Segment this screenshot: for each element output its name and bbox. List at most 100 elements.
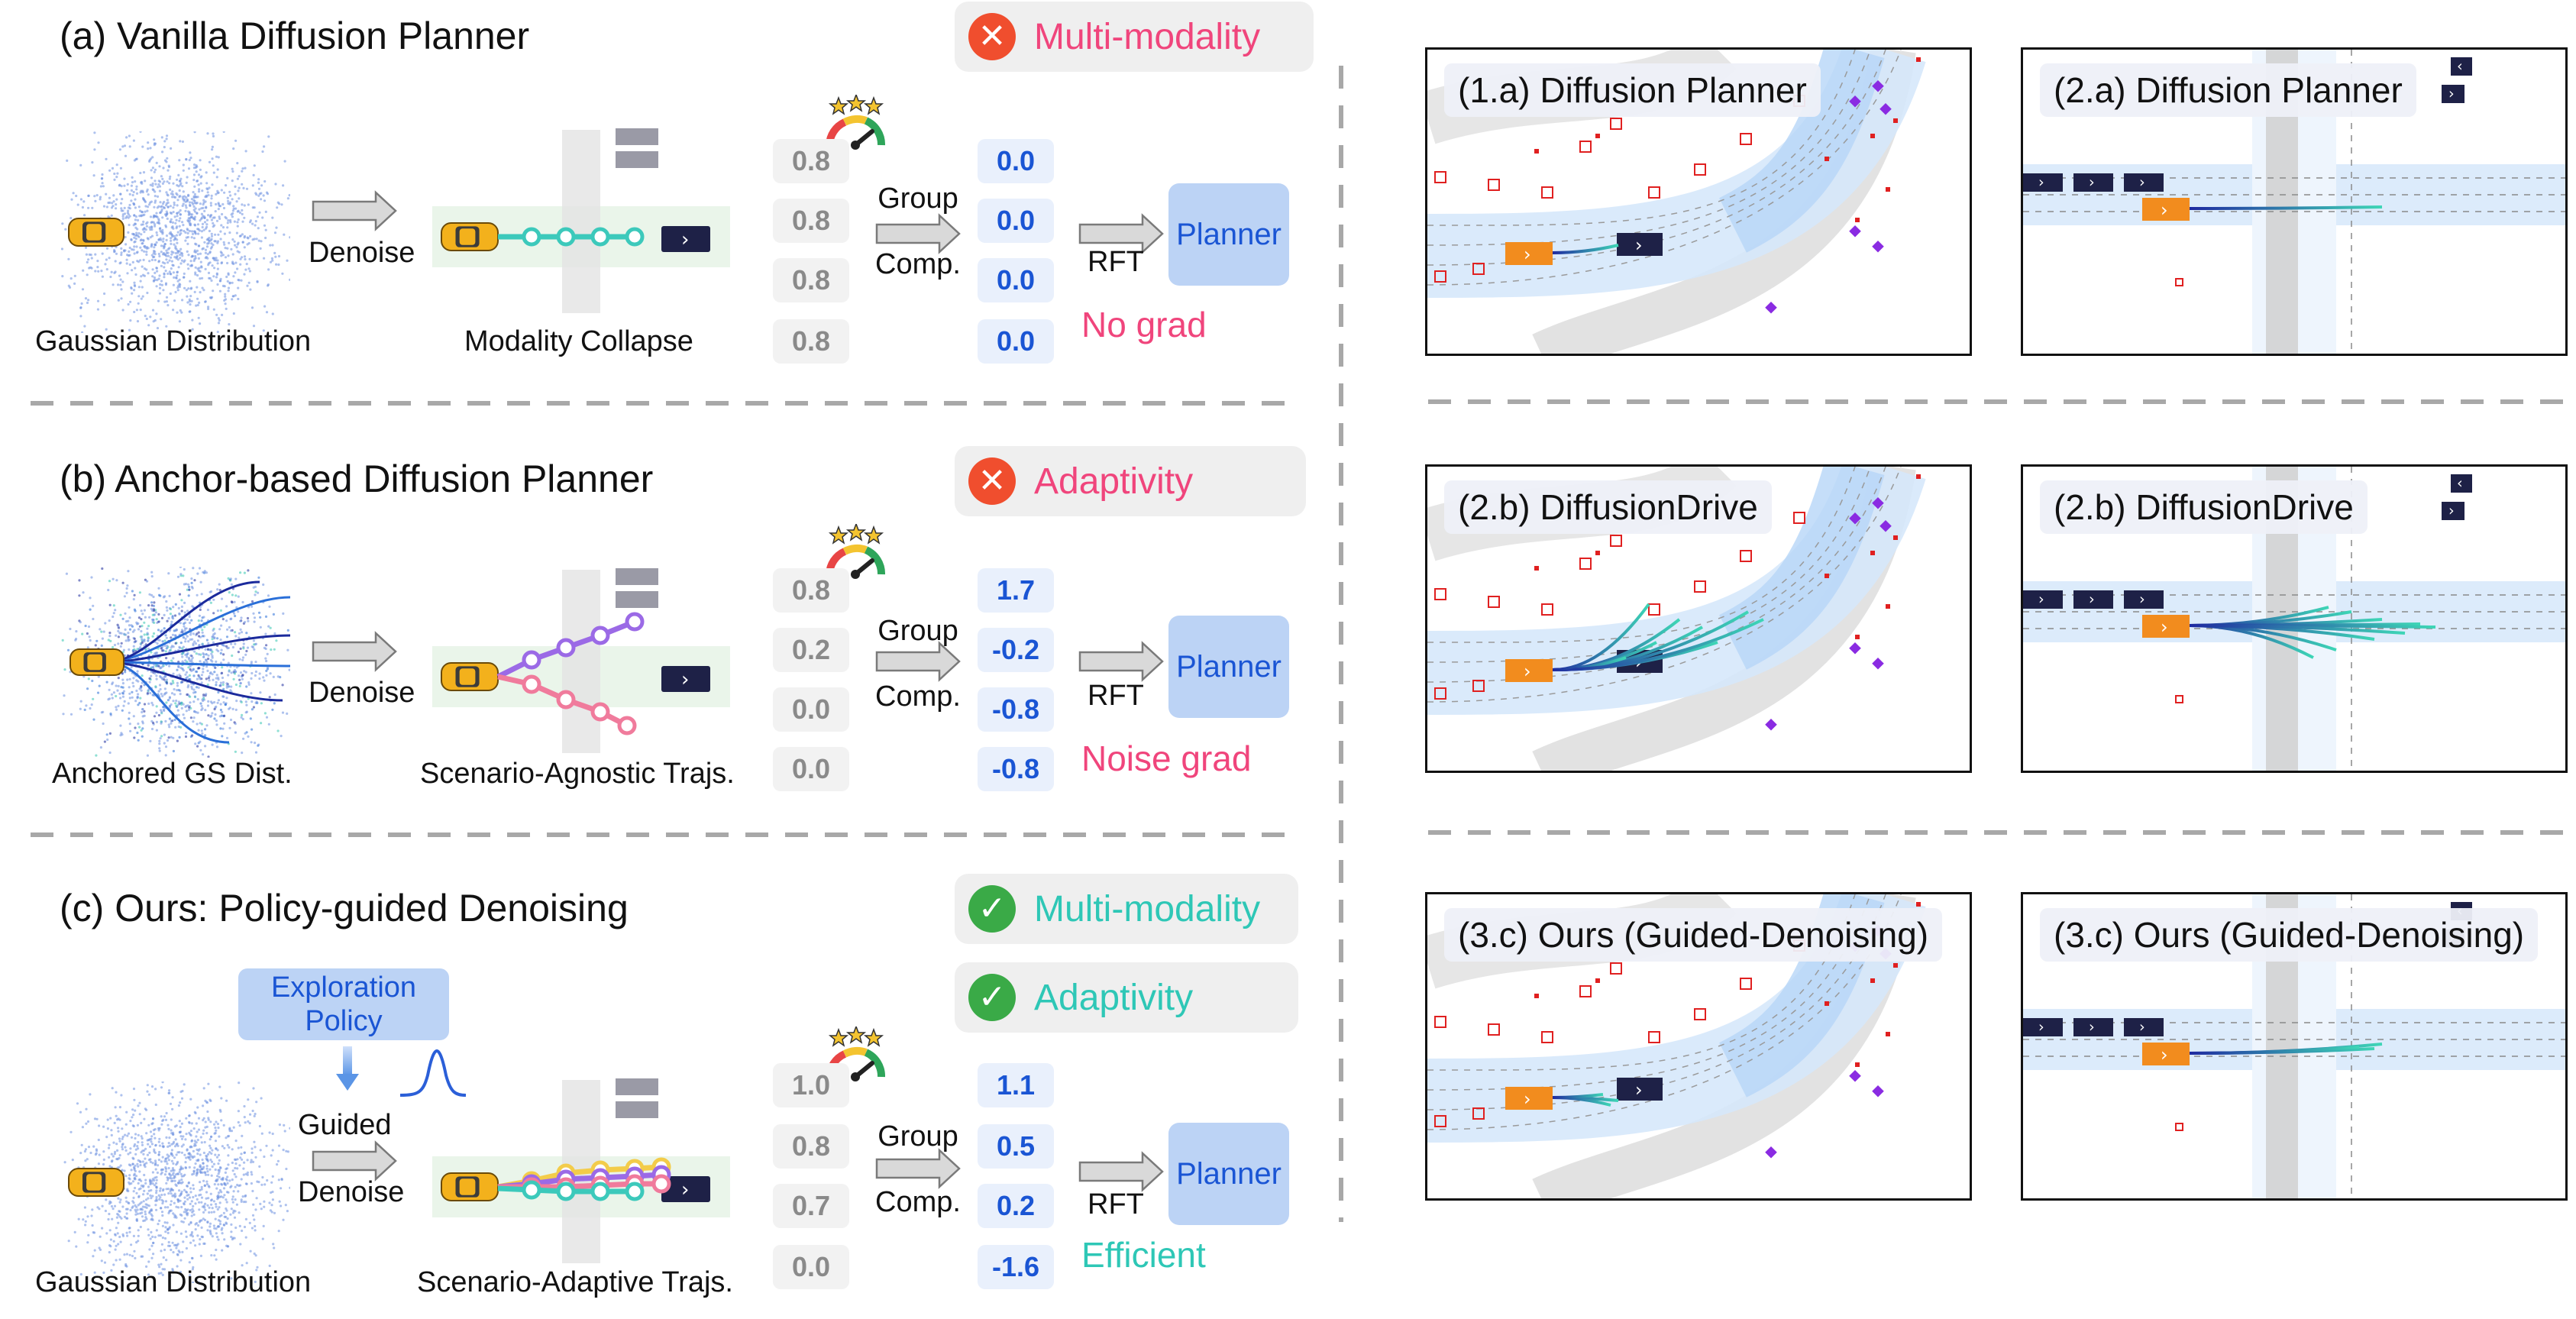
noise-dot	[123, 206, 126, 209]
noise-dot	[193, 163, 196, 166]
noise-dot	[237, 595, 240, 598]
noise-dot	[173, 238, 176, 241]
noise-dot	[198, 667, 201, 670]
noise-dot	[132, 224, 135, 227]
noise-dot	[207, 700, 210, 703]
noise-dot	[126, 183, 129, 186]
noise-dot	[164, 634, 167, 637]
noise-dot	[91, 206, 94, 209]
noise-dot	[230, 1223, 233, 1226]
noise-dot	[81, 331, 84, 333]
noise-dot	[123, 250, 126, 253]
noise-dot	[97, 270, 100, 273]
noise-dot	[235, 231, 238, 234]
noise-dot	[138, 591, 141, 594]
noise-dot	[132, 248, 135, 251]
noise-dot	[197, 635, 201, 638]
noise-dot	[141, 735, 144, 738]
noise-dot	[221, 676, 225, 680]
noise-dot	[234, 261, 238, 264]
noise-dot	[190, 236, 193, 239]
noise-dot	[145, 247, 148, 250]
noise-dot	[201, 189, 204, 192]
noise-dot	[172, 1224, 175, 1227]
noise-dot	[127, 632, 130, 635]
noise-dot	[187, 167, 191, 170]
gaussian-distribution-image	[61, 131, 290, 333]
noise-dot	[150, 607, 153, 610]
noise-dot	[190, 581, 193, 584]
noise-dot	[79, 621, 82, 624]
noise-dot	[205, 227, 208, 230]
noise-dot	[255, 1101, 258, 1104]
noise-dot	[228, 282, 231, 285]
vehicle-arrow: ›	[2089, 590, 2095, 608]
scene-label: (2.a) Diffusion Planner	[2040, 63, 2416, 117]
noise-dot	[259, 691, 262, 694]
noise-dot	[188, 299, 191, 303]
noise-dot	[198, 301, 201, 304]
rft-label: RFT	[1088, 680, 1144, 712]
noise-dot	[150, 225, 154, 228]
noise-dot	[232, 207, 235, 210]
noise-dot	[205, 724, 208, 727]
noise-dot	[216, 588, 219, 591]
noise-dot	[163, 140, 166, 143]
noise-dot	[271, 259, 274, 262]
obstacle-dot	[1916, 902, 1921, 907]
noise-dot	[110, 693, 113, 696]
noise-dot	[227, 273, 230, 276]
noise-dot	[105, 328, 108, 331]
noise-dot	[170, 636, 173, 639]
vehicle-arrow: ›	[2139, 590, 2145, 608]
noise-dot	[160, 693, 163, 696]
noise-dot	[226, 247, 229, 250]
noise-dot	[204, 267, 207, 270]
obstacle-marker	[1541, 603, 1553, 616]
score-badge: 0.8	[773, 1124, 849, 1169]
noise-dot	[244, 150, 247, 153]
noise-dot	[150, 258, 154, 261]
noise-dot	[225, 307, 228, 310]
noise-dot	[273, 251, 276, 254]
noise-dot	[160, 735, 163, 738]
noise-dot	[176, 270, 179, 273]
gaussian-distribution-image	[61, 1081, 290, 1283]
noise-dot	[116, 623, 119, 626]
noise-dot	[115, 1244, 118, 1247]
noise-dot	[236, 162, 239, 165]
noise-dot	[179, 309, 182, 312]
noise-dot	[245, 710, 248, 713]
advantage-badge: 0.2	[978, 1184, 1054, 1228]
noise-dot	[227, 219, 230, 222]
noise-dot	[163, 742, 166, 745]
noise-dot	[189, 157, 192, 160]
noise-dot	[102, 722, 105, 726]
noise-dot	[189, 716, 192, 719]
noise-dot	[184, 231, 187, 234]
noise-dot	[153, 1184, 157, 1187]
noise-dot	[153, 205, 156, 209]
anchored-distribution-image	[61, 567, 290, 758]
noise-dot	[283, 160, 286, 163]
noise-dot	[151, 182, 154, 186]
noise-dot	[163, 678, 166, 681]
noise-dot	[145, 633, 148, 636]
noise-dot	[225, 275, 228, 279]
traj-label: Scenario-Agnostic Trajs.	[420, 758, 735, 790]
noise-dot	[63, 668, 66, 671]
noise-dot	[176, 199, 179, 202]
noise-dot	[185, 206, 188, 209]
noise-dot	[117, 626, 121, 629]
noise-dot	[128, 711, 131, 714]
noise-dot	[282, 184, 285, 187]
noise-dot	[166, 217, 169, 220]
noise-dot	[192, 205, 196, 209]
noise-dot	[79, 306, 82, 309]
scene-label: (1.a) Diffusion Planner	[1444, 63, 1821, 117]
noise-dot	[190, 299, 193, 302]
noise-dot	[183, 629, 186, 632]
noise-dot	[208, 186, 211, 189]
noise-dot	[215, 155, 218, 158]
noise-dot	[147, 636, 150, 639]
